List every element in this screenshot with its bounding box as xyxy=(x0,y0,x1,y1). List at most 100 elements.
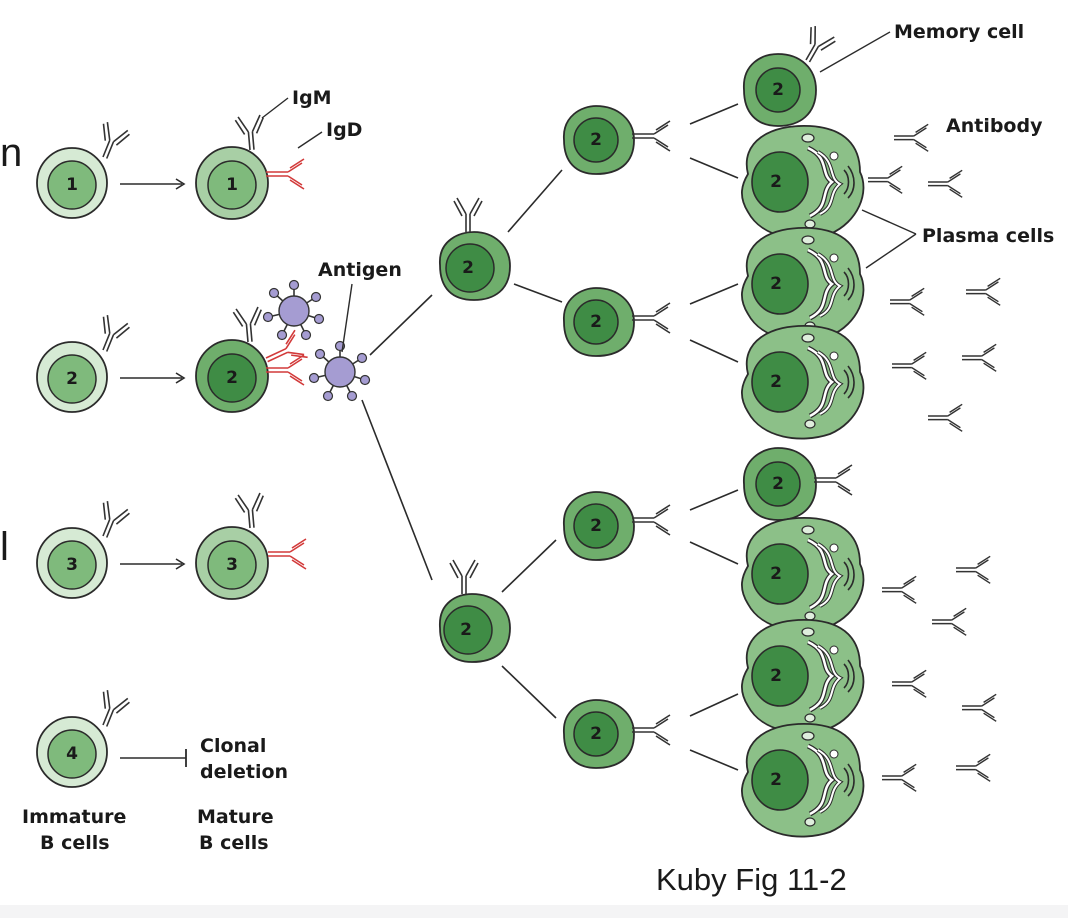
cell-number: 2 xyxy=(462,258,474,278)
cell-number: 2 xyxy=(772,80,784,100)
clone-cell-g2-2: 2 xyxy=(563,287,671,357)
er-icon xyxy=(742,620,864,733)
mature-b-cells-label: Mature xyxy=(197,806,274,828)
plasma-cell: 2 xyxy=(742,518,864,631)
clonal-deletion-label: Clonal xyxy=(200,735,266,757)
er-icon xyxy=(742,518,864,631)
immature-b-cells-label: B cells xyxy=(40,832,110,854)
clone-cell-g3-b: 2 xyxy=(743,447,853,521)
antibody-icon xyxy=(891,669,927,699)
cell-number: 1 xyxy=(226,175,238,195)
antibody-icon xyxy=(955,753,991,783)
immature-b-cell-2: 2 xyxy=(36,313,132,413)
antibody-icon xyxy=(889,287,925,317)
antibody-icon xyxy=(631,120,671,152)
cell-number: 2 xyxy=(226,368,238,388)
antibody-icon xyxy=(91,120,132,164)
plasma-cell: 2 xyxy=(742,326,864,439)
activated-b-cell: 2 xyxy=(195,305,309,413)
cell-number: 2 xyxy=(590,130,602,150)
antibody-icon xyxy=(631,302,671,334)
clone-cell-g2-1: 2 xyxy=(563,105,671,175)
cell-number: 2 xyxy=(770,666,782,686)
antibody-icon xyxy=(91,313,132,357)
edge-text-fragment-1: n xyxy=(0,131,22,175)
antibody-icon xyxy=(891,351,927,381)
clonal-deletion-label: deletion xyxy=(200,761,288,783)
antibody-icon xyxy=(631,714,671,746)
cell-number: 2 xyxy=(770,274,782,294)
memory-cell-label: Memory cell xyxy=(894,21,1024,43)
edge-text-fragment-2: l xyxy=(0,525,9,569)
antibody-icon xyxy=(631,504,671,536)
mature-b-cells-label: B cells xyxy=(199,832,269,854)
er-icon xyxy=(742,228,864,341)
antibody-icon xyxy=(91,499,132,543)
cell-number: 2 xyxy=(770,564,782,584)
bottom-band xyxy=(0,905,1068,918)
antibody-label: Antibody xyxy=(946,115,1043,137)
antibody-icon xyxy=(881,763,917,793)
antibody-icon xyxy=(931,607,967,637)
clone-cell-g2-3: 2 xyxy=(563,491,671,561)
cell-number: 2 xyxy=(772,474,784,494)
mature-b-cell-3: 3 xyxy=(195,491,307,600)
antigen-icon xyxy=(308,340,371,402)
antibody-icon xyxy=(449,559,479,595)
antibody-icon xyxy=(232,305,265,344)
cell-number: 2 xyxy=(590,516,602,536)
mature-b-cell-1: 1 xyxy=(195,113,305,220)
antibody-icon xyxy=(234,491,267,530)
immature-b-cell-3: 3 xyxy=(36,499,132,599)
cell-number: 2 xyxy=(770,172,782,192)
antibody-icon xyxy=(813,464,853,496)
antibody-icon xyxy=(927,403,963,433)
inhibit-arrow xyxy=(120,749,187,767)
arrow-row-3 xyxy=(120,558,186,570)
cell-number: 2 xyxy=(590,312,602,332)
cell-number: 3 xyxy=(226,555,238,575)
igd-antibody-icon xyxy=(267,538,307,570)
cell-number: 2 xyxy=(770,770,782,790)
plasma-cells-label: Plasma cells xyxy=(922,225,1054,247)
antibody-icon xyxy=(881,575,917,605)
er-icon xyxy=(742,326,864,439)
plasma-cell: 2 xyxy=(742,228,864,341)
arrow-row-2 xyxy=(120,372,186,384)
er-icon xyxy=(742,724,864,837)
igd-antibody-icon xyxy=(265,158,305,190)
cell-number: 2 xyxy=(590,724,602,744)
cell-number: 2 xyxy=(66,369,78,389)
igd-label: IgD xyxy=(326,119,362,141)
clone-cell-g2-4: 2 xyxy=(563,699,671,769)
antibody-icon xyxy=(867,165,903,195)
cell-number: 3 xyxy=(66,555,78,575)
figure-caption: Kuby Fig 11-2 xyxy=(656,862,847,897)
immature-b-cell-4: 4 xyxy=(36,688,132,788)
antigen-label: Antigen xyxy=(318,259,402,281)
clone-cell-upper: 2 xyxy=(439,197,511,301)
antigen-icon xyxy=(262,279,325,341)
er-icon xyxy=(742,126,864,239)
arrow-row-1 xyxy=(120,178,186,190)
clone-cell-lower: 2 xyxy=(439,559,511,663)
antibody-icon xyxy=(893,123,929,153)
antibody-icon xyxy=(927,169,963,199)
antibody-icon xyxy=(91,688,132,732)
cell-number: 2 xyxy=(460,620,472,640)
cell-number: 1 xyxy=(66,175,78,195)
plasma-cell: 2 xyxy=(742,126,864,239)
igm-label: IgM xyxy=(292,87,332,109)
antibody-icon xyxy=(961,343,997,373)
memory-cell: 2 xyxy=(743,23,838,127)
immature-b-cell-1: 1 xyxy=(36,120,132,219)
antibody-icon xyxy=(453,197,483,233)
plasma-cell: 2 xyxy=(742,724,864,837)
cell-number: 2 xyxy=(770,372,782,392)
antibody-icon xyxy=(955,555,991,585)
immature-b-cells-label: Immature xyxy=(22,806,126,828)
antibody-icon xyxy=(961,693,997,723)
plasma-cell: 2 xyxy=(742,620,864,733)
igm-antibody-icon xyxy=(234,113,267,152)
